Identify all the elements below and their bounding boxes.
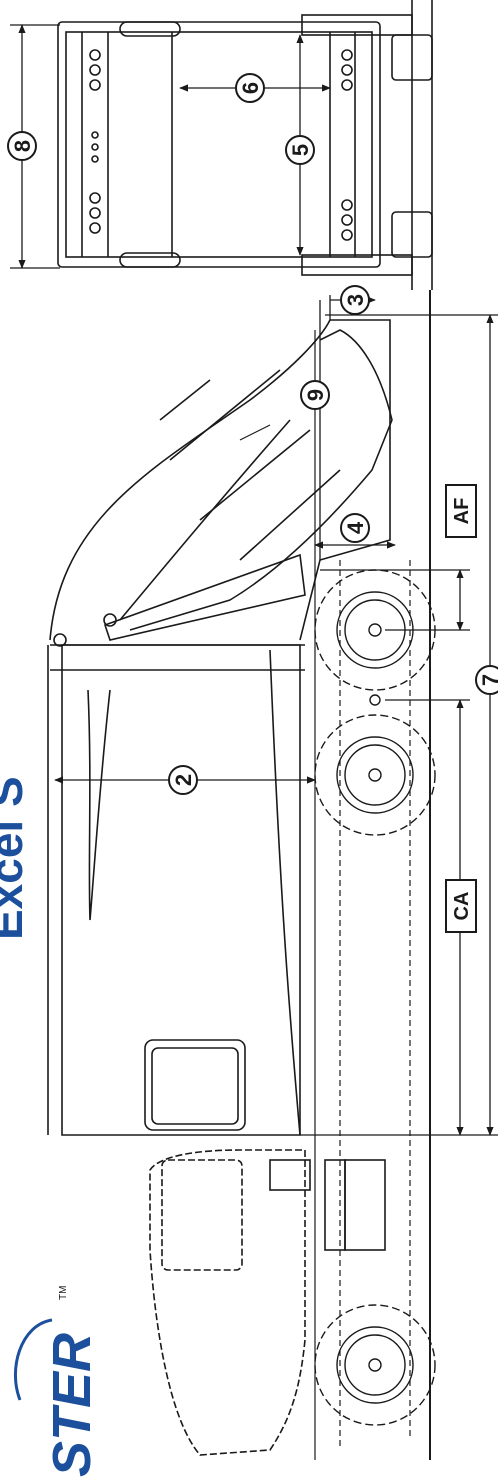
callout-2: 2 (168, 765, 198, 795)
callout-8-text: 8 (10, 140, 35, 152)
callout-3-text: 3 (343, 294, 368, 306)
callout-4: 4 (340, 513, 370, 543)
plan-view (57, 0, 433, 290)
callout-6-text: 6 (238, 82, 263, 94)
front-wheel (314, 1304, 436, 1426)
callout-9-text: 9 (303, 389, 328, 401)
label-af: AF (445, 484, 477, 538)
brand-logo-text: STER (42, 1333, 102, 1477)
callouts: 8 5 6 3 9 4 2 7 (7, 73, 498, 795)
boxed-labels: CA AF (445, 484, 477, 933)
callout-4-text: 4 (343, 521, 368, 534)
page-title: Excel S (0, 776, 32, 940)
label-ca-text: CA (451, 892, 473, 921)
callout-3: 3 (340, 285, 370, 315)
wheels (314, 569, 436, 1426)
side-view (47, 290, 431, 1460)
trademark-mark: TM (58, 1286, 69, 1300)
callout-5-text: 5 (288, 144, 313, 156)
title-block: Excel S STER TM (0, 776, 102, 1477)
callout-5: 5 (285, 135, 315, 165)
callout-7-text: 7 (478, 674, 498, 686)
side-dimensions (54, 295, 498, 1136)
callout-2-text: 2 (171, 774, 196, 786)
callout-7: 7 (475, 665, 498, 695)
callout-6: 6 (235, 73, 265, 103)
label-ca: CA (445, 879, 477, 933)
callout-8: 8 (7, 131, 37, 161)
brand-swoosh-icon (13, 1318, 53, 1401)
label-af-text: AF (451, 498, 473, 525)
callout-9: 9 (300, 380, 330, 410)
rear-wheel-2 (314, 714, 436, 836)
